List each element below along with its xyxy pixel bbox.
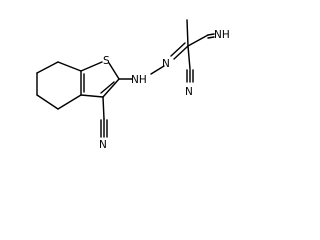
- cyclohexane-bond-1: [36, 61, 59, 74]
- thiophene-bond-fusion-to-sulfur: [80, 61, 103, 72]
- bottom-nitrile-nitrogen-label: N: [99, 139, 107, 151]
- nh-to-hydrazone-n-bond: [150, 65, 165, 75]
- hydrazone-double-bond-a: [173, 45, 189, 60]
- hydrazine-nh-label: NH: [131, 74, 147, 86]
- imine-double-bond-b: [207, 36, 215, 39]
- cyclohexane-bond-3: [36, 94, 59, 110]
- thiophene-bond-sulfur-to-c2: [108, 62, 120, 80]
- thiophene-c2-c3-double-bond-inner: [100, 81, 115, 94]
- right-nitrile-bond: [187, 45, 191, 70]
- label-layer: S NH N NH N N: [99, 29, 230, 151]
- hydrazone-double-bond-b: [170, 42, 186, 57]
- molecule-diagram: S NH N NH N N: [36, 19, 230, 151]
- right-nitrile-nitrogen-label: N: [185, 86, 193, 98]
- chemical-structure-canvas: S NH N NH N N: [36, 19, 230, 151]
- cyclohexane-bond-5: [57, 61, 82, 72]
- methyl-bond: [186, 19, 189, 47]
- bond-layer: [36, 19, 215, 138]
- c3-to-nitrile-carbon-bond: [102, 96, 105, 120]
- hydrazone-nitrogen-label: N: [162, 58, 170, 70]
- imine-carbon-link-bond: [187, 34, 209, 47]
- imine-nh-label: NH: [214, 29, 230, 41]
- sulfur-atom-label: S: [103, 55, 110, 67]
- thiophene-bond-c2-to-c3: [102, 78, 120, 98]
- thiophene-bond-c3-to-fusion: [80, 94, 104, 98]
- cyclohexane-bond-4: [57, 94, 82, 110]
- imine-double-bond-a: [207, 33, 215, 36]
